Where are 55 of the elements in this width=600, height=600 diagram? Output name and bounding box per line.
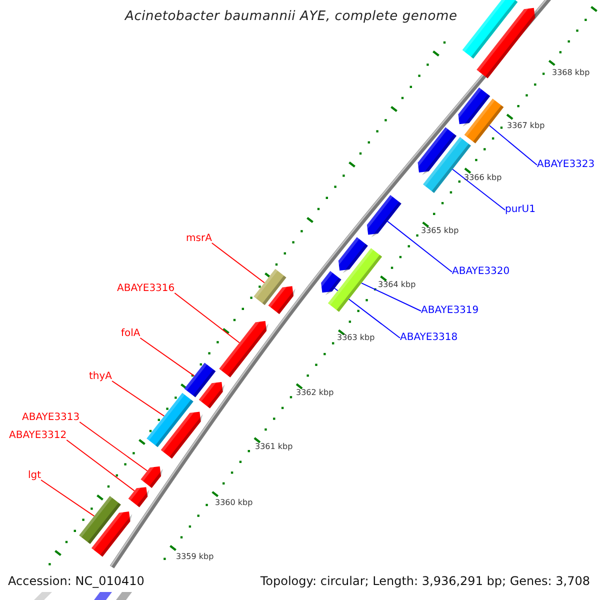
genome-summary-text: Topology: circular; Length: 3,936,291 bp; Genes: 3,708 [260,574,590,588]
gene-feature [456,88,490,127]
scale-label: 3366 kbp [464,173,502,183]
gene-label: msrA [186,233,212,245]
gene-block [146,392,194,448]
gene-label: ABAYE3323 [537,159,595,171]
gene-label: lgt [28,470,42,482]
gene-label: ABAYE3316 [117,283,175,295]
scale-label: 3367 kbp [507,121,545,131]
gene-feature [128,484,150,508]
scale-label: 3361 kbp [255,442,293,452]
leader-line [211,242,265,284]
gene-block [254,268,286,306]
gene-feature [336,237,368,274]
scale-label: 3365 kbp [421,226,459,236]
scale-label: 3363 kbp [337,333,375,343]
accession-text: Accession: NC_010410 [8,574,144,588]
leader-line [174,292,240,344]
gene-feature [91,509,132,557]
gene-label: thyA [89,371,112,383]
scale-label: 3364 kbp [378,280,416,290]
gene-feature [476,5,537,78]
scale-label: 3359 kbp [176,552,214,562]
scale-label: 3362 kbp [296,388,334,398]
gene-label: folA [121,328,140,340]
leader-line [40,480,95,517]
gene-label: ABAYE3320 [452,266,510,278]
gene-label: ABAYE3318 [400,332,458,344]
leader-line [112,380,165,417]
gene-feature [268,284,296,314]
gene-feature [198,380,225,408]
leader-line [488,124,538,166]
gene-block [462,0,518,59]
leader-line [66,440,135,492]
gene-label: purU1 [505,204,536,216]
leader-line [452,168,506,210]
gene-feature [219,318,268,378]
diagram-title: Acinetobacter baumannii AYE, complete genome [125,9,458,25]
gene-feature [140,464,163,488]
leader-line [361,282,422,312]
leader-line [387,220,452,272]
gene-label: ABAYE3319 [421,305,479,317]
leader-line [79,422,148,472]
gene-feature [365,194,402,238]
gene-label: ABAYE3313 [22,412,80,424]
gene-feature [319,271,342,296]
scale-label: 3368 kbp [552,68,590,78]
gene-feature [160,409,203,459]
leader-line [140,338,195,376]
gene-block [184,362,216,398]
gene-block [79,496,121,544]
gene-block [464,98,504,144]
gene-label: ABAYE3312 [9,430,67,442]
gene-feature [416,127,457,175]
scale-label: 3360 kbp [215,498,253,508]
